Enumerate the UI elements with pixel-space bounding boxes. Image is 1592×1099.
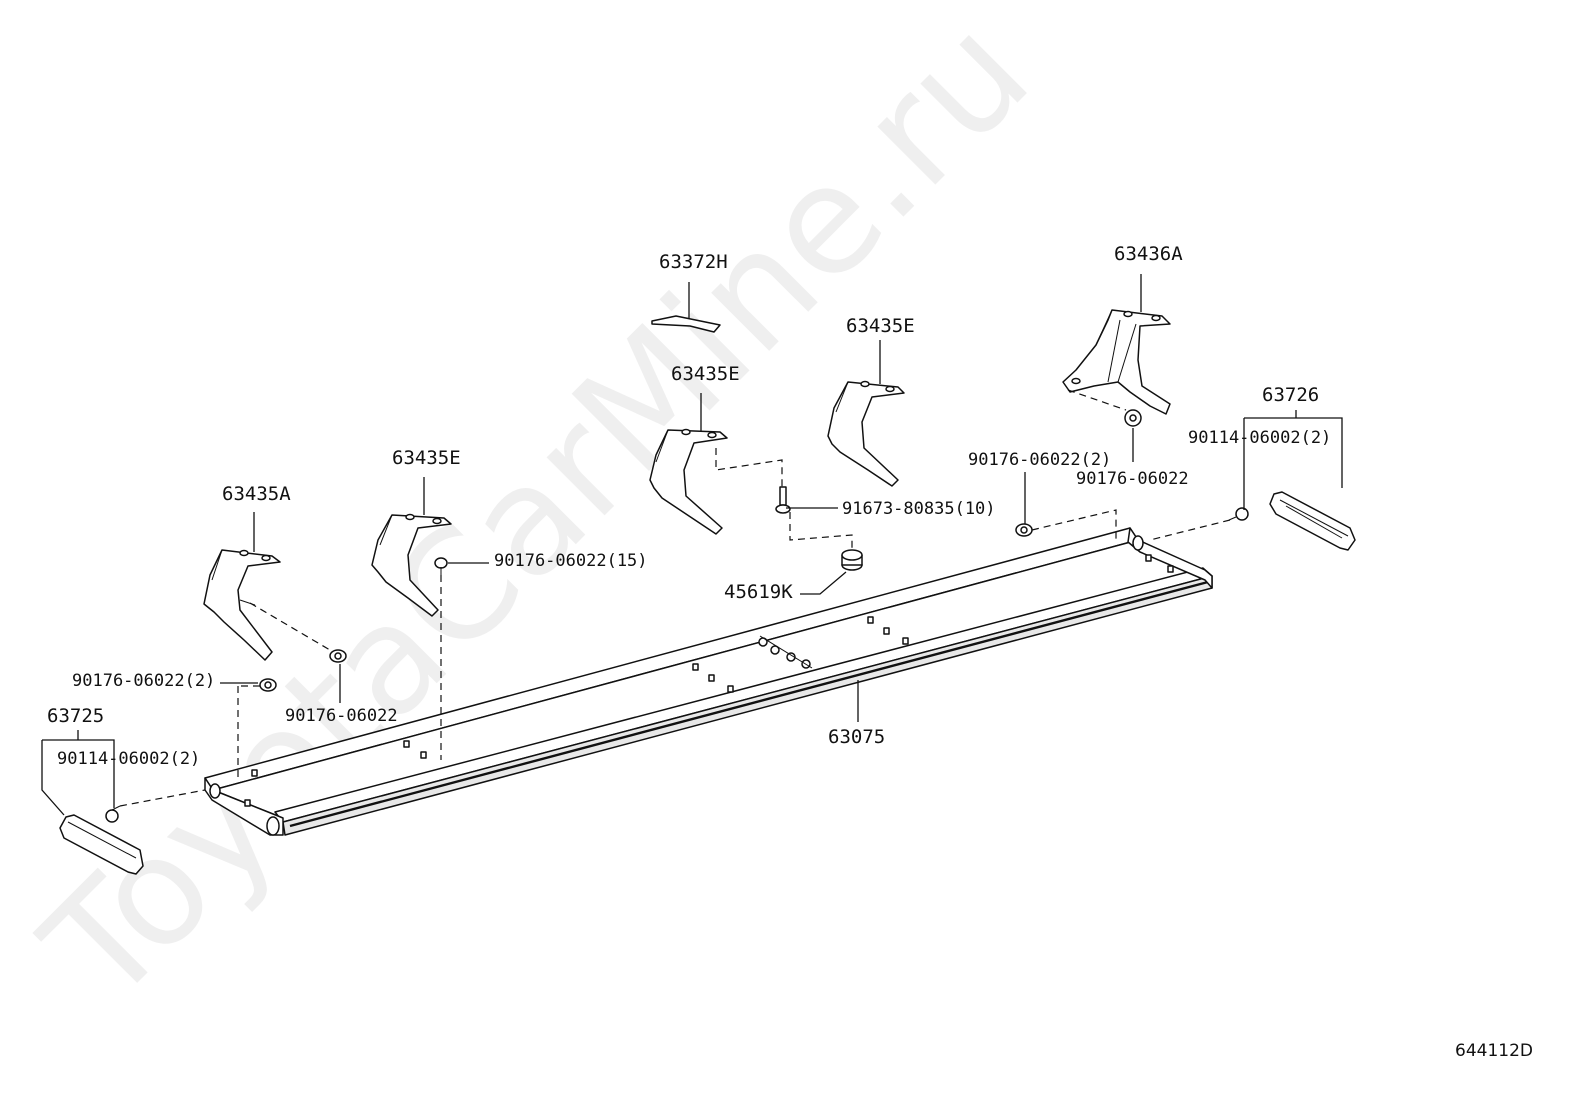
label-63435E-b: 63435E [671,363,740,385]
bracket-63435E-b [649,428,728,535]
clip-90176-right-bracket [1124,409,1142,427]
clip-90176-right-rail [1015,523,1033,537]
clip-90176-left-lower [259,678,277,692]
bracket-63435A [203,549,281,661]
label-90114-06002-left: 90114-06002(2) [57,749,200,769]
label-90176-06022-15: 90176-06022(15) [494,551,648,571]
leader-lines [41,274,1343,816]
assembly-dash-lines [119,389,1231,807]
label-63725: 63725 [47,705,104,727]
label-90176-06022-2-left: 90176-06022(2) [72,671,215,691]
running-board-rail [204,527,1213,836]
label-63075: 63075 [828,726,885,748]
label-63435A: 63435A [222,483,291,505]
label-90176-06022-left: 90176-06022 [285,706,398,726]
end-cover-63725 [59,814,144,875]
bracket-63435E-a [371,513,452,617]
label-90176-06022-2-right: 90176-06022(2) [968,450,1111,470]
bracket-63436A [1062,309,1171,415]
pad-63372H [651,315,721,333]
label-63436A: 63436A [1114,243,1183,265]
bracket-63435E-c [827,380,905,487]
label-90176-06022-right: 90176-06022 [1076,469,1189,489]
label-45619K: 45619K [724,581,793,603]
label-90114-06002-right: 90114-06002(2) [1188,428,1331,448]
screw-91673 [775,486,791,514]
screw-90114-right [1228,507,1249,521]
center-clips [758,635,813,669]
cushion-45619K [841,549,863,571]
clip-90176-left-bracket [329,649,347,663]
clip-90176-15 [434,557,448,575]
label-63372H: 63372H [659,251,728,273]
diagram-code: 644112D [1455,1041,1533,1061]
end-cover-63726 [1269,491,1356,551]
label-63435E-a: 63435E [392,447,461,469]
label-91673-80835: 91673-80835(10) [842,499,996,519]
label-63726: 63726 [1262,384,1319,406]
screw-90114-left [105,805,121,823]
label-63435E-c: 63435E [846,315,915,337]
